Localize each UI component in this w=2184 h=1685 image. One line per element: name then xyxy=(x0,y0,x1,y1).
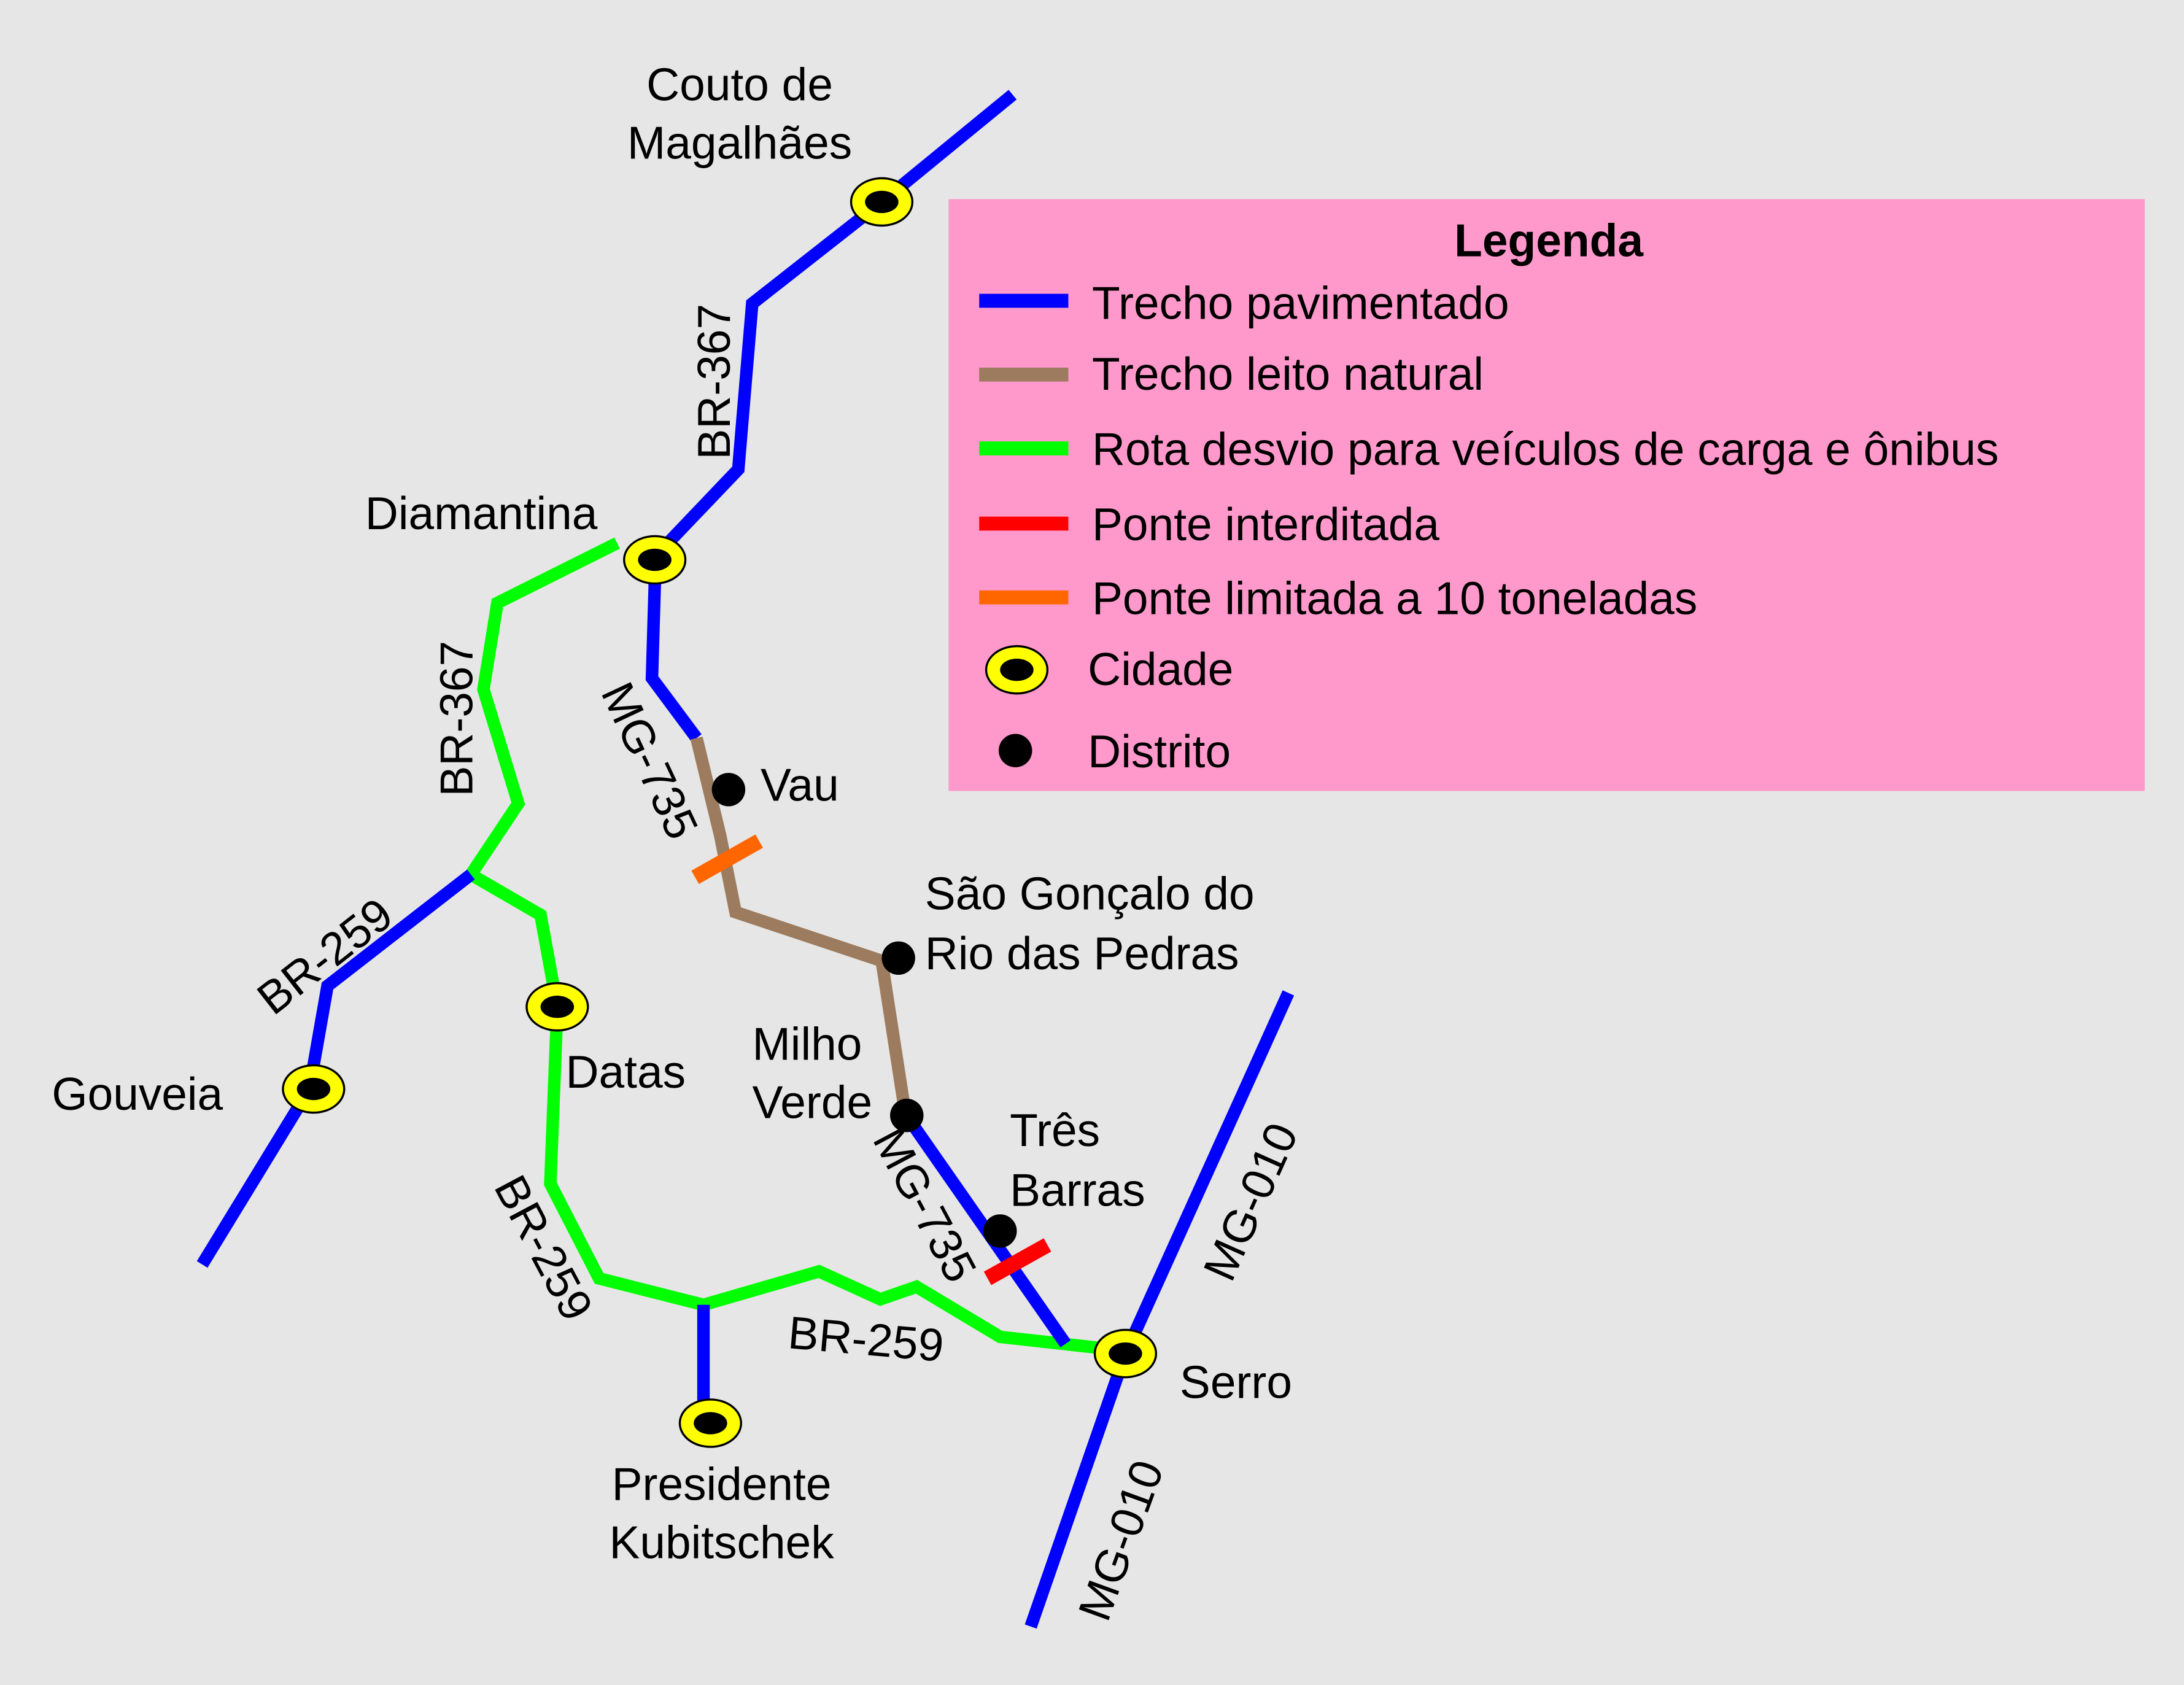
legend-label: Cidade xyxy=(1088,643,1233,695)
city-icon[interactable] xyxy=(1093,1328,1158,1379)
road-label: BR-367 xyxy=(688,304,740,460)
city-icon[interactable] xyxy=(678,1398,743,1448)
place-label: Presidente xyxy=(612,1458,832,1509)
place-label: Barras xyxy=(1010,1164,1145,1216)
place-label: Rio das Pedras xyxy=(925,928,1239,979)
detour-route xyxy=(462,537,1126,1357)
place-label: Verde xyxy=(752,1077,872,1128)
road-label: BR-367 xyxy=(430,641,482,797)
place-label: Três xyxy=(1010,1104,1100,1156)
legend-label: Trecho pavimentado xyxy=(1092,277,1509,329)
legend-box xyxy=(948,199,2145,791)
legend: Legenda Trecho pavimentado Trecho leito … xyxy=(948,199,2145,791)
place-label: Couto de xyxy=(646,58,833,110)
legend-label: Distrito xyxy=(1088,726,1231,777)
place-label: São Gonçalo do xyxy=(925,867,1255,919)
place-label: Gouveia xyxy=(52,1068,223,1120)
city-icon xyxy=(985,645,1049,695)
district-icon[interactable] xyxy=(711,773,746,807)
legend-title: Legenda xyxy=(1454,214,1644,266)
place-label: Milho xyxy=(752,1018,862,1069)
legend-label: Rota desvio para veículos de carga e ôni… xyxy=(1092,424,1999,475)
br367-north-road xyxy=(647,90,1017,565)
district-icon[interactable] xyxy=(890,1098,924,1133)
mg735-dirt-road xyxy=(690,736,912,1115)
place-label: Magalhães xyxy=(627,117,852,169)
closed-bridge xyxy=(983,1238,1051,1285)
br259-gouveia-road xyxy=(196,869,475,1268)
place-label: Datas xyxy=(565,1046,686,1098)
city-icon[interactable] xyxy=(282,1064,346,1114)
city-icon[interactable] xyxy=(623,535,687,585)
district-icon xyxy=(999,734,1032,767)
place-label: Kubitschek xyxy=(609,1517,834,1568)
legend-label: Trecho leito natural xyxy=(1092,348,1484,400)
district-icon[interactable] xyxy=(983,1214,1017,1248)
city-icon[interactable] xyxy=(525,982,589,1032)
legend-label: Ponte interditada xyxy=(1092,498,1439,550)
limited-bridge xyxy=(691,834,763,885)
legend-label: Ponte limitada a 10 toneladas xyxy=(1092,572,1697,624)
place-label: Serro xyxy=(1180,1357,1292,1408)
city-icon[interactable] xyxy=(850,177,914,227)
place-label: Diamantina xyxy=(365,487,598,539)
district-icon[interactable] xyxy=(881,941,915,975)
place-label: Vau xyxy=(761,759,839,810)
